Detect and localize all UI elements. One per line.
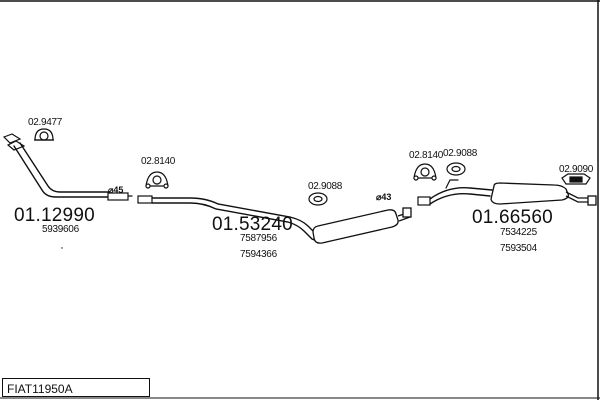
diagram-title: FIAT11950A [7, 382, 73, 396]
bracket-label-02-9088-center[interactable]: 02.9088 [308, 181, 343, 192]
centre-silencer-shape [312, 207, 412, 244]
hanger-02-9090-shape [561, 173, 591, 185]
bracket-label-02-8140-right[interactable]: 02.8140 [409, 150, 444, 161]
hanger-02-9088-right-shape [446, 162, 466, 176]
clamp-02-9477-shape [34, 128, 54, 141]
hanger-02-8140-left-shape [145, 171, 169, 189]
part-number-01-12990[interactable]: 01.12990 [14, 205, 95, 226]
bracket-label-02-9477[interactable]: 02.9477 [28, 117, 63, 128]
diameter-label-43: ⌀43 [376, 192, 392, 202]
oem-ref-5939606: 5939606 [42, 224, 79, 235]
part-number-01-66560[interactable]: 01.66560 [472, 207, 553, 228]
bracket-label-02-9088-right[interactable]: 02.9088 [443, 148, 478, 159]
hanger-02-9088-center-shape [308, 192, 328, 206]
rear-pipe-shape [417, 179, 493, 206]
hanger-02-8140-right-shape [413, 163, 437, 181]
oem-ref-7593504: 7593504 [500, 243, 537, 254]
rear-silencer-shape [490, 182, 597, 206]
title-box: FIAT11950A [2, 378, 150, 397]
front-pipe-shape [2, 133, 133, 201]
diameter-label-45: ⌀45 [108, 185, 124, 195]
oem-ref-7587956: 7587956 [240, 233, 277, 244]
bracket-label-02-9090[interactable]: 02.9090 [559, 164, 594, 175]
part-number-01-53240[interactable]: 01.53240 [212, 214, 293, 235]
marker-dot [61, 247, 63, 249]
oem-ref-7534225: 7534225 [500, 227, 537, 238]
oem-ref-7594366: 7594366 [240, 249, 277, 260]
bracket-label-02-8140-left[interactable]: 02.8140 [141, 156, 176, 167]
